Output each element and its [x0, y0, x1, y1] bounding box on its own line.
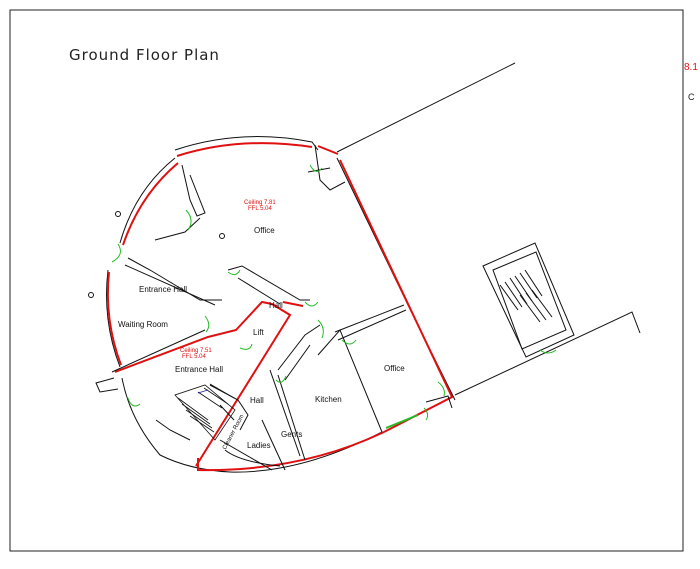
page-title: Ground Floor Plan — [69, 46, 220, 64]
room-office-2: Office — [384, 364, 405, 373]
doors — [111, 164, 557, 429]
external-staircase — [482, 242, 575, 358]
room-waiting-room: Waiting Room — [118, 320, 168, 329]
room-entrance-hall-2: Entrance Hall — [175, 365, 224, 374]
internal-walls — [111, 144, 453, 471]
room-gents: Gents — [281, 430, 303, 439]
room-ladies: Ladies — [247, 441, 271, 450]
edge-text: 8.1 — [684, 62, 698, 73]
edge-text-2: C — [688, 92, 695, 102]
outer-walls — [95, 62, 641, 473]
lower-ceiling-note: Ceiling 7.51 — [180, 348, 212, 354]
room-hall-1: Hall — [269, 301, 283, 310]
sheet-border — [9, 9, 684, 552]
upper-ceiling-note: Ceiling 7.81 — [244, 200, 276, 206]
room-hall-2: Hall — [250, 396, 264, 405]
fixtures — [88, 211, 225, 298]
room-kitchen: Kitchen — [315, 395, 342, 404]
upper-ffl-note: FFL 5.04 — [248, 206, 272, 212]
room-office-1: Office — [254, 226, 275, 235]
entrance-stairs — [174, 383, 236, 441]
lower-ffl-note: FFL 5.04 — [182, 354, 206, 360]
room-entrance-hall-1: Entrance Hall — [139, 285, 188, 294]
room-lift: Lift — [253, 328, 264, 337]
